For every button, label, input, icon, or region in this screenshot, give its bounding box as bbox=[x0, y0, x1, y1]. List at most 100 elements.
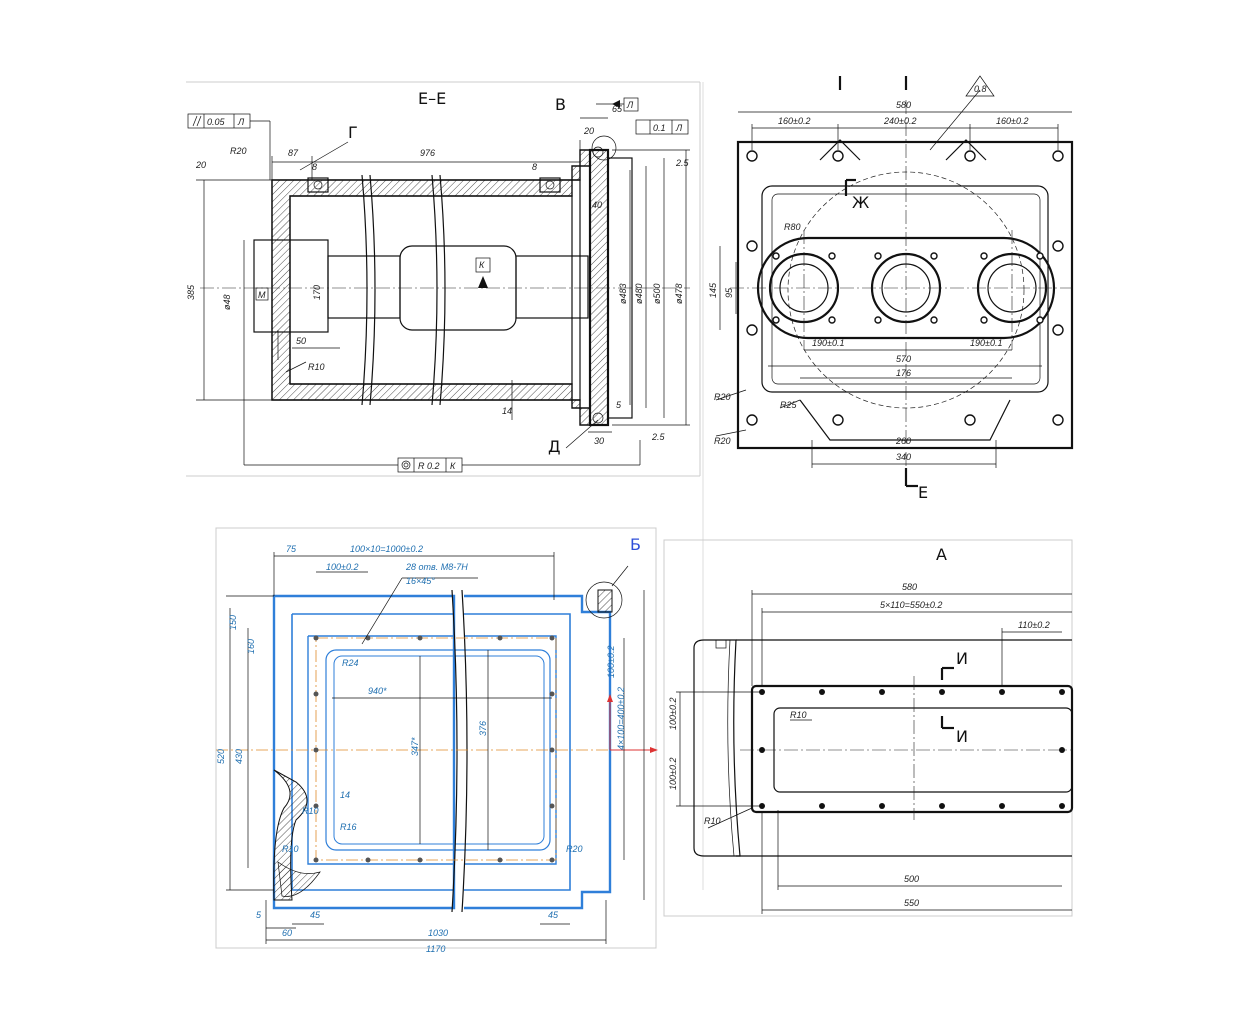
svg-text:R10: R10 bbox=[704, 816, 721, 826]
svg-text:R10: R10 bbox=[302, 806, 319, 816]
section-ee-view: Е–Е В Г Д 0.05 Л 0.1 Л bbox=[186, 89, 690, 473]
svg-text:160: 160 bbox=[246, 639, 256, 654]
svg-text:5: 5 bbox=[256, 910, 262, 920]
svg-text:110±0.2: 110±0.2 bbox=[1018, 620, 1050, 630]
svg-text:0.8: 0.8 bbox=[974, 84, 987, 94]
svg-text:550: 550 bbox=[904, 898, 919, 908]
svg-text:0.1: 0.1 bbox=[653, 123, 666, 133]
svg-text:65: 65 bbox=[612, 104, 623, 114]
svg-text:ø478: ø478 bbox=[674, 283, 684, 304]
svg-text:ø480: ø480 bbox=[634, 283, 644, 304]
svg-text:580: 580 bbox=[902, 582, 917, 592]
tolerance-frame-parallel: 0.05 Л bbox=[187, 113, 271, 180]
svg-text:R 0.2: R 0.2 bbox=[418, 461, 440, 471]
section-ee-title: Е–Е bbox=[418, 89, 446, 108]
svg-text:R20: R20 bbox=[566, 844, 583, 854]
svg-text:14: 14 bbox=[502, 406, 512, 416]
datum-l: Л bbox=[596, 97, 639, 112]
svg-text:60: 60 bbox=[282, 928, 292, 938]
svg-text:240±0.2: 240±0.2 bbox=[883, 116, 916, 126]
sheet-frames bbox=[186, 81, 1073, 949]
svg-text:16×45°: 16×45° bbox=[406, 576, 435, 586]
plan-view: Б 75 100×10=1000±0.2 100±0.2 28 отв. М8-… bbox=[216, 535, 658, 954]
svg-text:150: 150 bbox=[228, 615, 238, 630]
svg-text:87: 87 bbox=[288, 148, 299, 158]
svg-text:R80: R80 bbox=[784, 222, 801, 232]
svg-text:50: 50 bbox=[296, 336, 306, 346]
label-zh: Ж bbox=[852, 193, 869, 212]
svg-text:К: К bbox=[450, 461, 456, 471]
svg-text:R10: R10 bbox=[308, 362, 325, 372]
svg-text:R20: R20 bbox=[714, 436, 731, 446]
svg-text:R16: R16 bbox=[340, 822, 357, 832]
svg-text:260: 260 bbox=[895, 436, 911, 446]
svg-text:75: 75 bbox=[286, 544, 297, 554]
svg-text:100±0.2: 100±0.2 bbox=[606, 646, 616, 678]
svg-text:176: 176 bbox=[896, 368, 911, 378]
svg-text:R20: R20 bbox=[230, 146, 247, 156]
svg-text:100×10=1000±0.2: 100×10=1000±0.2 bbox=[350, 544, 423, 554]
svg-text:ø500: ø500 bbox=[652, 283, 662, 304]
svg-text:500: 500 bbox=[904, 874, 919, 884]
svg-text:28 отв. М8-7Н: 28 отв. М8-7Н bbox=[405, 562, 468, 572]
svg-text:940*: 940* bbox=[368, 686, 387, 696]
svg-text:976: 976 bbox=[420, 148, 435, 158]
svg-text:190±0.1: 190±0.1 bbox=[970, 338, 1002, 348]
svg-text:ø483: ø483 bbox=[618, 283, 628, 304]
svg-text:347*: 347* bbox=[410, 737, 420, 756]
svg-text:100±0.2: 100±0.2 bbox=[668, 758, 678, 790]
svg-text:95: 95 bbox=[724, 287, 734, 298]
svg-text:5×110=550±0.2: 5×110=550±0.2 bbox=[880, 600, 942, 610]
label-d: Д bbox=[548, 437, 561, 456]
svg-text:1170: 1170 bbox=[426, 944, 445, 954]
svg-text:100±0.2: 100±0.2 bbox=[326, 562, 358, 572]
svg-text:М: М bbox=[258, 290, 266, 300]
svg-text:340: 340 bbox=[896, 452, 911, 462]
svg-text:8: 8 bbox=[532, 162, 537, 172]
svg-text:45: 45 bbox=[310, 910, 321, 920]
label-v: В bbox=[555, 95, 566, 114]
tolerance-frame-flatness: 0.1 Л bbox=[635, 119, 689, 135]
svg-text:20: 20 bbox=[195, 160, 206, 170]
view-a: А И И bbox=[668, 545, 1074, 914]
svg-text:8: 8 bbox=[312, 162, 317, 172]
svg-text:145: 145 bbox=[708, 282, 718, 298]
svg-text:4×100=400±0.2: 4×100=400±0.2 bbox=[616, 687, 626, 750]
svg-text:R10: R10 bbox=[790, 710, 807, 720]
view-a-title: А bbox=[936, 545, 947, 564]
svg-text:570: 570 bbox=[896, 354, 911, 364]
svg-text:0.05: 0.05 bbox=[207, 117, 226, 127]
svg-text:2.5: 2.5 bbox=[675, 158, 690, 168]
svg-text:430: 430 bbox=[234, 749, 244, 764]
svg-text:580: 580 bbox=[896, 100, 911, 110]
svg-text:376: 376 bbox=[478, 721, 488, 736]
svg-text:170: 170 bbox=[312, 285, 322, 300]
svg-text:20: 20 bbox=[583, 126, 594, 136]
svg-text:5: 5 bbox=[616, 400, 622, 410]
svg-text:К: К bbox=[479, 260, 485, 270]
tolerance-frame-position: R 0.2 К bbox=[397, 457, 463, 473]
svg-text:160±0.2: 160±0.2 bbox=[778, 116, 810, 126]
svg-text:40: 40 bbox=[592, 200, 602, 210]
svg-text:30: 30 bbox=[594, 436, 604, 446]
svg-text:Л: Л bbox=[626, 100, 634, 110]
svg-text:100±0.2: 100±0.2 bbox=[668, 698, 678, 730]
label-g: Г bbox=[348, 123, 358, 142]
svg-text:Л: Л bbox=[237, 117, 245, 127]
svg-text:R10: R10 bbox=[282, 844, 299, 854]
svg-text:R25: R25 bbox=[780, 400, 798, 410]
svg-text:R20: R20 bbox=[714, 392, 731, 402]
svg-text:190±0.1: 190±0.1 bbox=[812, 338, 844, 348]
svg-text:R24: R24 bbox=[342, 658, 359, 668]
label-i-top: И bbox=[956, 649, 968, 668]
svg-text:Л: Л bbox=[675, 123, 683, 133]
svg-text:ø48: ø48 bbox=[222, 294, 232, 310]
svg-text:520: 520 bbox=[216, 749, 226, 764]
front-view: Ж Е 580 160±0.2 240±0.2 160±0.2 R80 145 … bbox=[708, 75, 1074, 502]
svg-text:1030: 1030 bbox=[428, 928, 448, 938]
label-b: Б bbox=[630, 535, 641, 554]
label-e: Е bbox=[918, 483, 928, 502]
svg-text:14: 14 bbox=[340, 790, 350, 800]
svg-text:385: 385 bbox=[186, 284, 196, 300]
